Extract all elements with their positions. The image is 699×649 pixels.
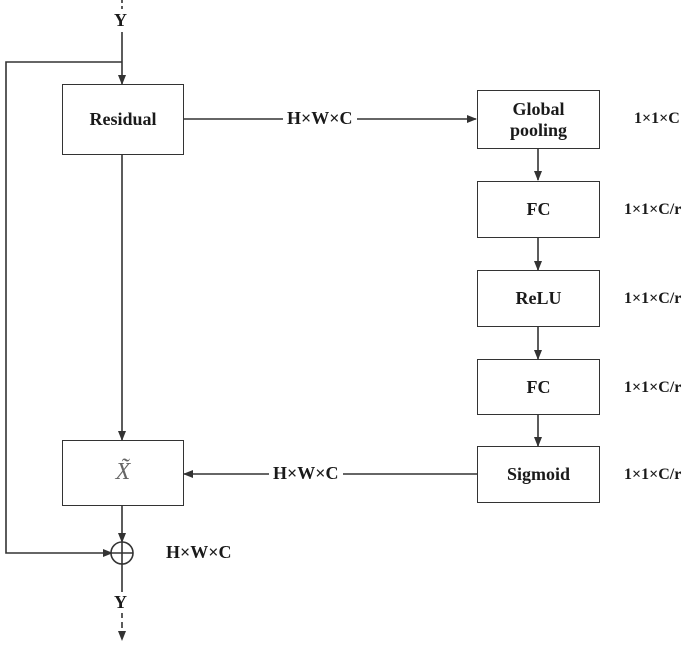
fc1-block: FC: [477, 181, 600, 238]
relu-dim: 1×1×C/r: [624, 290, 682, 307]
sigmoid-block: Sigmoid: [477, 446, 600, 503]
sum-output-dim-label: H×W×C: [166, 542, 232, 563]
fc1-dim: 1×1×C/r: [624, 201, 682, 218]
global-pooling-label: Global pooling: [509, 98, 568, 140]
global-pooling-block: Global pooling: [477, 90, 600, 149]
scaled-feature-label: X̃: [115, 459, 131, 486]
input-label: Y: [114, 10, 127, 31]
fc2-block: FC: [477, 359, 600, 415]
residual-label: Residual: [89, 109, 157, 130]
relu-block: ReLU: [477, 270, 600, 327]
scaled-feature-block: X̃: [62, 440, 184, 506]
fc1-label: FC: [526, 199, 551, 220]
output-label: Y: [114, 592, 127, 613]
sigmoid-dim: 1×1×C/r: [624, 466, 682, 483]
skip-connection-line: [5, 61, 122, 557]
relu-label: ReLU: [515, 288, 562, 309]
global-pooling-dim: 1×1×C: [634, 110, 680, 127]
fc2-label: FC: [526, 376, 551, 397]
sigmoid-label: Sigmoid: [506, 464, 571, 485]
residual-to-pooling-dim-label: H×W×C: [283, 108, 357, 129]
sum-operator-icon: [110, 541, 134, 565]
residual-block: Residual: [62, 84, 184, 155]
fc2-dim: 1×1×C/r: [624, 379, 682, 396]
sigmoid-to-scaled-dim-label: H×W×C: [269, 463, 343, 484]
